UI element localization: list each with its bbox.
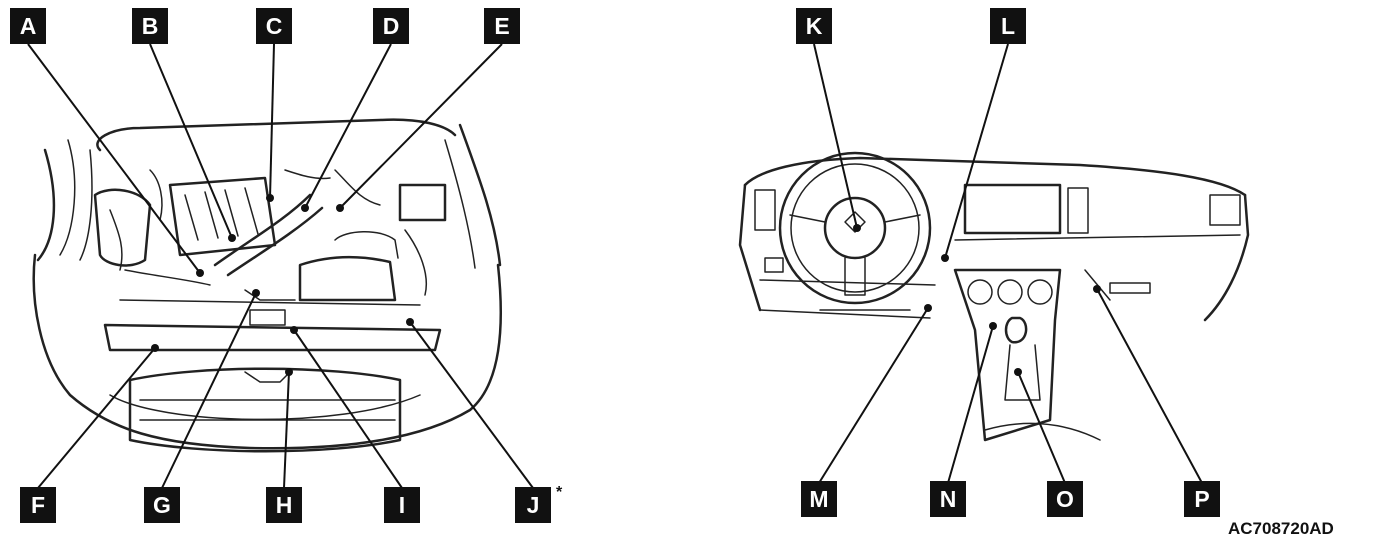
leader-lines	[27, 43, 1203, 489]
hood-edge	[96, 118, 457, 152]
dashboard-top-edge	[743, 156, 1247, 197]
callout-label-n: N	[930, 481, 966, 517]
callout-label-k: K	[796, 8, 832, 44]
gear-shift-knob	[1004, 316, 1028, 344]
callout-label-l: L	[990, 8, 1026, 44]
interior-dashboard-illustration	[738, 151, 1250, 442]
climate-knob-right	[1027, 279, 1053, 305]
callout-label-h: H	[266, 487, 302, 523]
center-console	[953, 268, 1062, 442]
callout-label-f: F	[20, 487, 56, 523]
callout-label-g: G	[144, 487, 180, 523]
callout-label-c: C	[256, 8, 292, 44]
callout-label-e: E	[484, 8, 520, 44]
asterisk-note-mark: *	[556, 484, 563, 501]
callout-label-a: A	[10, 8, 46, 44]
callout-label-j: J	[515, 487, 551, 523]
dashboard-right-end	[1203, 193, 1250, 322]
callout-label-o: O	[1047, 481, 1083, 517]
radiator-support	[103, 323, 442, 352]
callout-label-b: B	[132, 8, 168, 44]
engine-bay-illustration	[32, 118, 503, 453]
right-fender	[458, 123, 502, 267]
callout-label-p: P	[1184, 481, 1220, 517]
battery	[398, 183, 447, 222]
steering-wheel-rim	[778, 151, 932, 305]
air-cleaner-box	[298, 255, 397, 302]
coolant-reservoir	[93, 188, 152, 267]
center-display	[963, 183, 1062, 235]
steering-wheel-hub	[823, 196, 887, 260]
front-bumper-outline	[32, 253, 503, 450]
intake-hose	[213, 193, 312, 267]
front-grille	[128, 367, 402, 453]
callout-dots	[151, 194, 1101, 376]
callout-label-d: D	[373, 8, 409, 44]
figure-code: AC708720AD	[1228, 519, 1334, 538]
dashboard-left-end	[738, 183, 762, 312]
callout-label-m: M	[801, 481, 837, 517]
bumper-lower-line	[109, 394, 421, 421]
climate-knob-center	[997, 279, 1023, 305]
left-fender	[36, 148, 56, 262]
callout-label-i: I	[384, 487, 420, 523]
climate-knob-left	[967, 279, 993, 305]
